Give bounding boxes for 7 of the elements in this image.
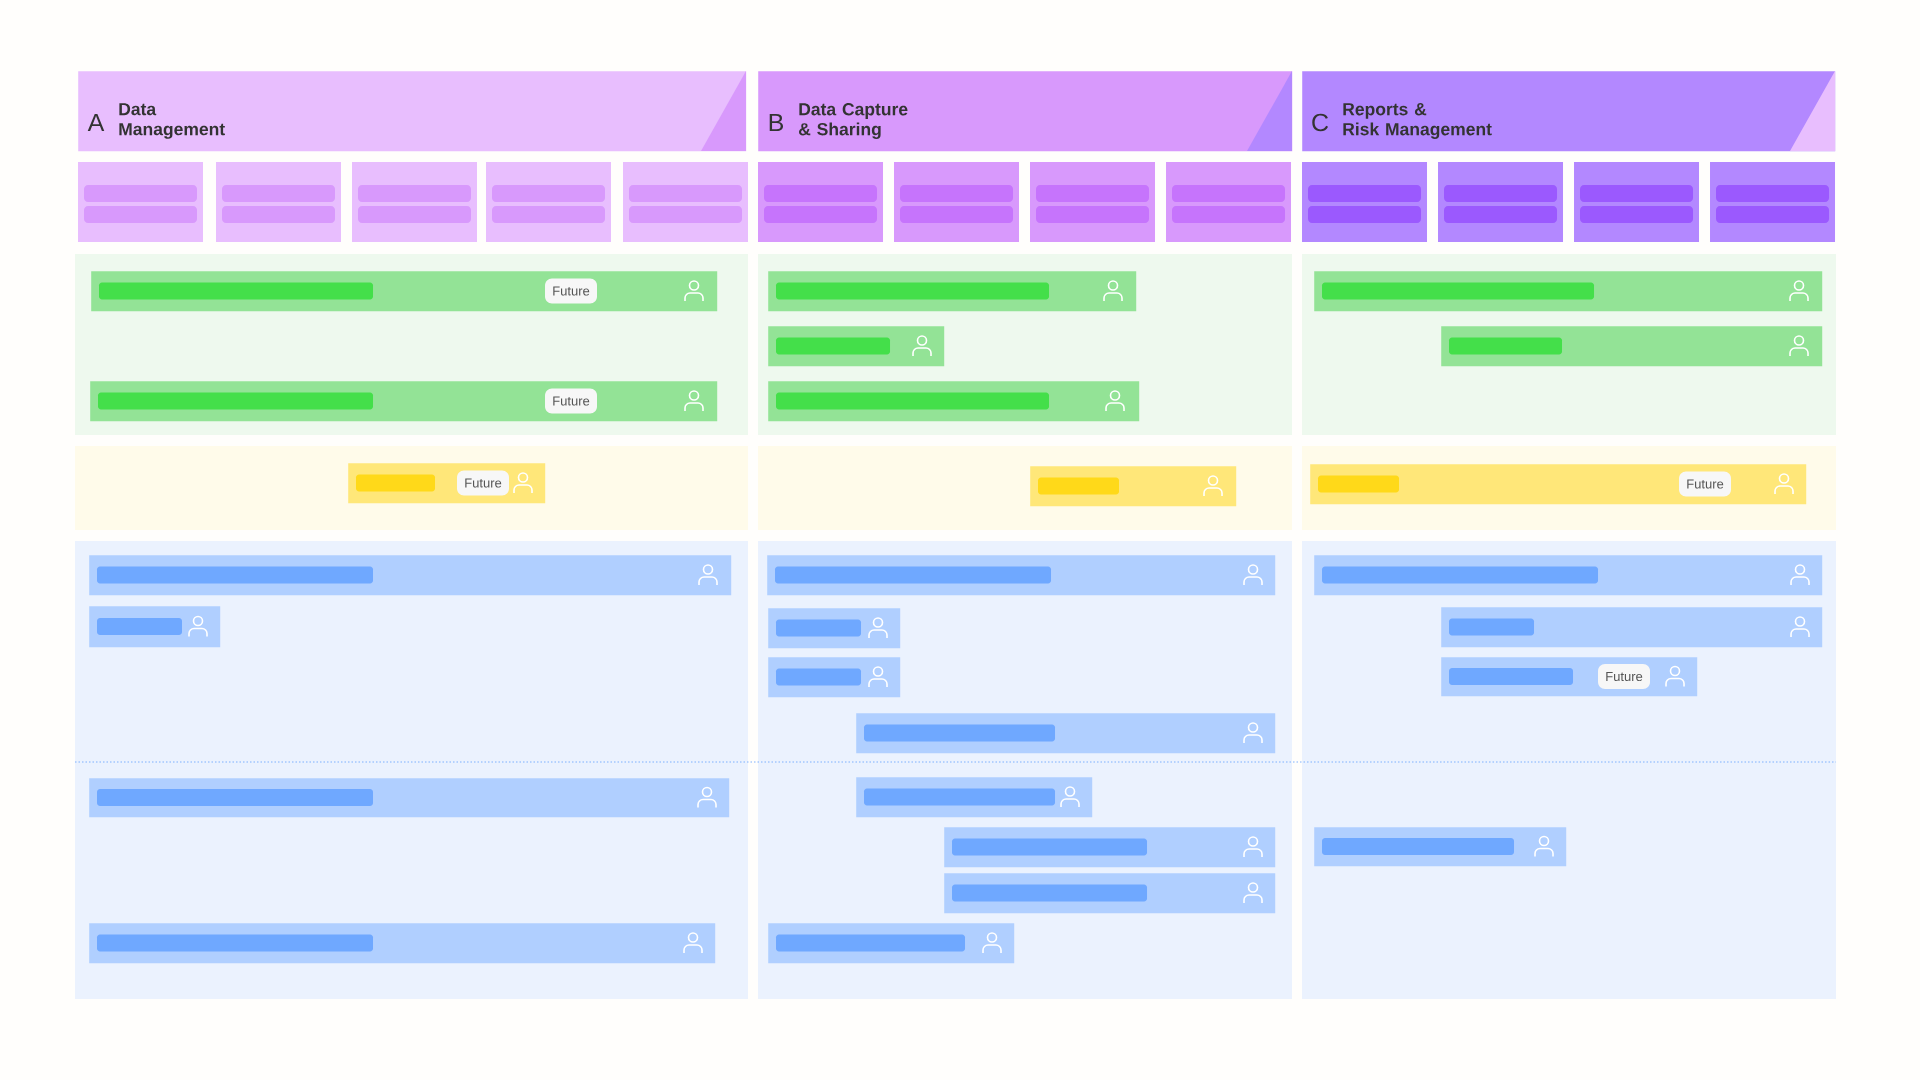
status-tag: Future (1598, 664, 1650, 689)
section-letter: A (87, 113, 105, 132)
section-letter: B (769, 113, 784, 132)
section-title: Reports & Risk Management (1343, 103, 1492, 139)
section-title: Data Capture & Sharing (799, 103, 908, 139)
section-title: Data Management (119, 103, 225, 139)
section-letter: C (1312, 113, 1329, 132)
